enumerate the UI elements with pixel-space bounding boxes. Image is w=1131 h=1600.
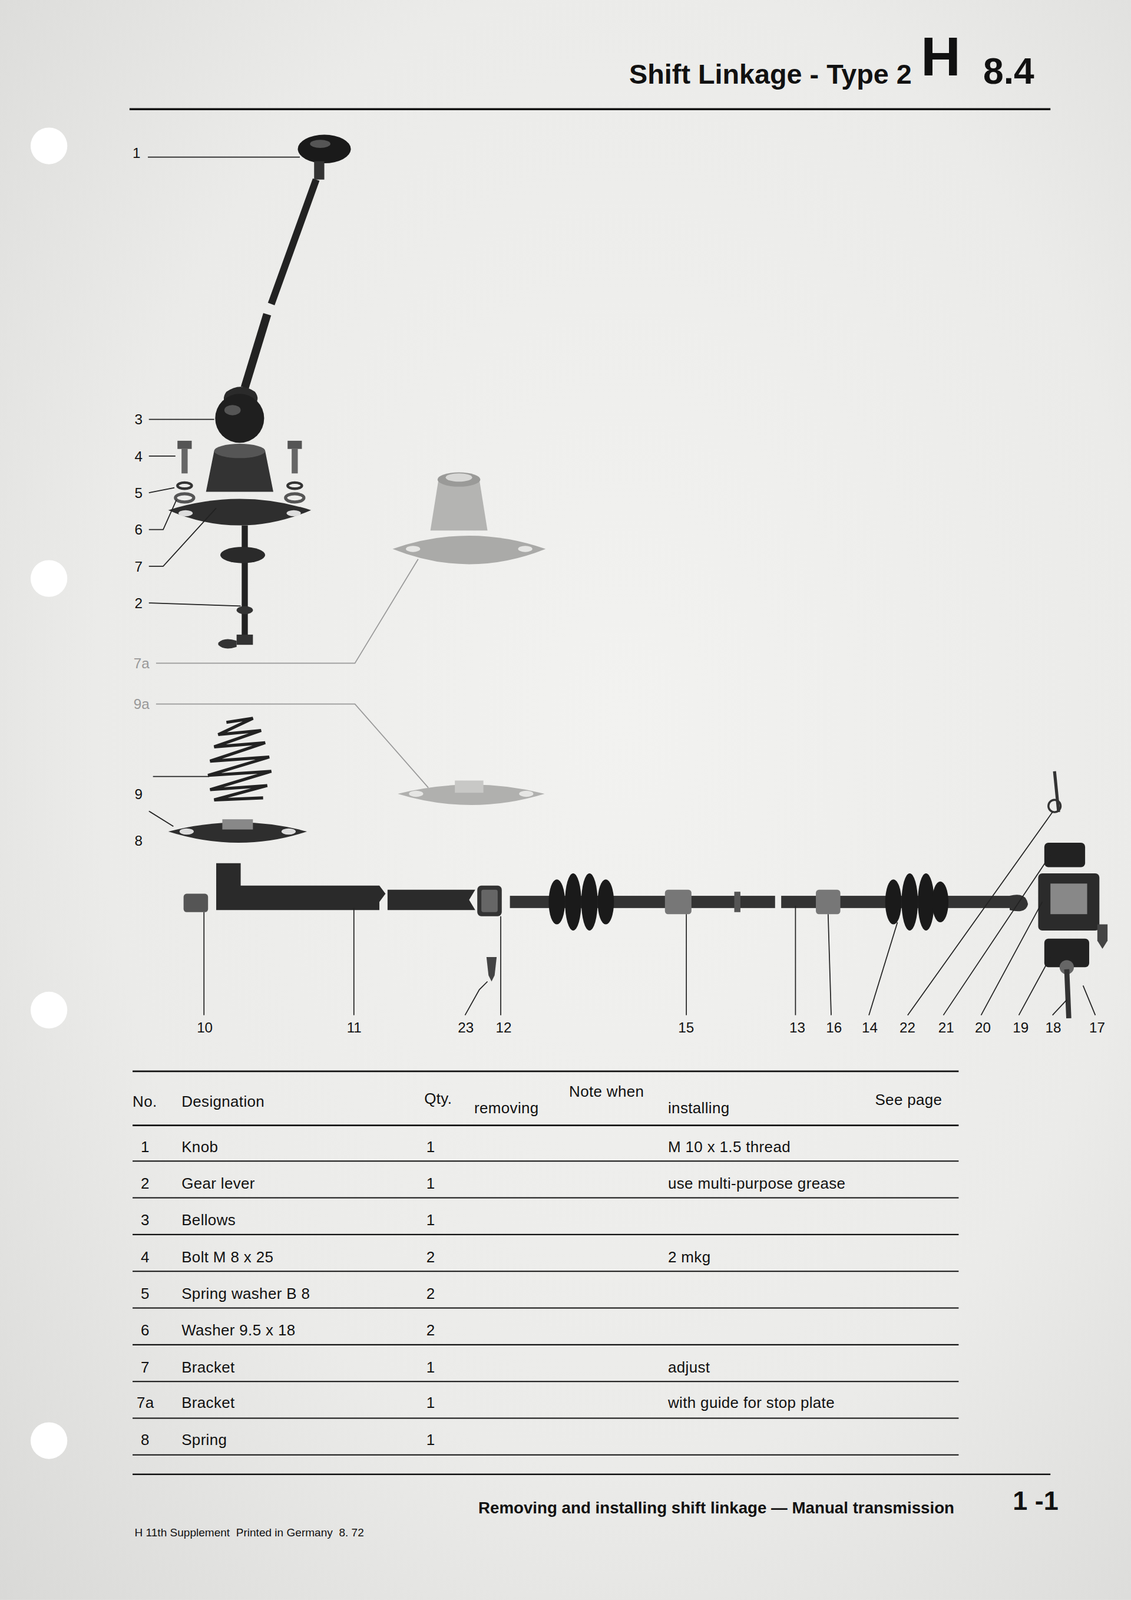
callout-number: 7 xyxy=(134,559,143,574)
table-cell-quantity: 1 xyxy=(426,1211,436,1228)
table-cell-designation: Bolt M 8 x 25 xyxy=(181,1248,274,1264)
callout-number: 22 xyxy=(899,1019,916,1034)
callout-number: 14 xyxy=(861,1019,878,1034)
callout-number: 9 xyxy=(134,786,143,801)
section-number: 8.4 xyxy=(983,53,1035,90)
table-cell-number: 1 xyxy=(140,1138,150,1154)
callout-number: 8 xyxy=(134,832,143,848)
callout-number: 9a xyxy=(133,696,150,711)
callout-number: 3 xyxy=(134,411,143,426)
callout-number: 1 xyxy=(132,146,141,161)
table-cell-number: 3 xyxy=(140,1211,150,1228)
table-cell-designation: Spring xyxy=(181,1430,227,1447)
callout-number: 23 xyxy=(457,1019,474,1034)
table-cell-number: 4 xyxy=(140,1248,150,1264)
table-cell-quantity: 1 xyxy=(426,1138,436,1154)
callout-number: 19 xyxy=(1012,1019,1029,1034)
callout-number: 6 xyxy=(134,521,143,537)
table-cell-number: 7 xyxy=(140,1358,150,1374)
table-cell-number: 5 xyxy=(140,1284,150,1301)
table-rules xyxy=(132,1070,1051,1474)
table-header: Designation xyxy=(181,1093,265,1109)
bracket-7a xyxy=(392,472,547,565)
callout-number: 20 xyxy=(974,1019,991,1034)
table-header: See page xyxy=(874,1090,942,1107)
table-cell-note: M 10 x 1.5 thread xyxy=(667,1138,791,1154)
page-title: Shift Linkage - Type 2 xyxy=(629,61,912,89)
table-cell-designation: Bellows xyxy=(181,1211,236,1228)
leader-lines xyxy=(147,157,1096,1015)
table-cell-note: with guide for stop plate xyxy=(667,1394,835,1410)
table-header: Qty. xyxy=(424,1090,452,1106)
table-cell-number: 2 xyxy=(140,1174,150,1190)
callout-number: 17 xyxy=(1089,1019,1106,1034)
print-note: H 11th Supplement Printed in Germany 8. … xyxy=(134,1526,365,1539)
table-cell-quantity: 1 xyxy=(426,1430,436,1447)
callout-number: 10 xyxy=(196,1019,213,1034)
table-cell-designation: Spring washer B 8 xyxy=(181,1284,310,1301)
table-cell-number: 8 xyxy=(140,1430,150,1447)
callout-number: 18 xyxy=(1045,1019,1062,1034)
callout-number: 21 xyxy=(938,1019,955,1034)
table-header: removing xyxy=(474,1099,539,1115)
page-caption: Removing and installing shift linkage — … xyxy=(478,1499,955,1516)
gear-lever-assembly xyxy=(168,134,352,649)
punch-holes xyxy=(30,127,68,1458)
table-cell-quantity: 1 xyxy=(426,1394,436,1410)
table-cell-designation: Bracket xyxy=(181,1394,235,1410)
table-cell-quantity: 2 xyxy=(426,1284,436,1301)
callout-number: 15 xyxy=(678,1019,694,1034)
callout-number: 2 xyxy=(134,595,143,610)
table-cell-designation: Bracket xyxy=(181,1358,235,1374)
shift-rod xyxy=(183,771,1109,1018)
callout-number: 5 xyxy=(134,485,143,500)
section-letter: H xyxy=(920,28,961,84)
callout-number: 11 xyxy=(346,1019,362,1034)
callout-number: 7a xyxy=(133,655,150,670)
callout-number: 4 xyxy=(134,448,143,464)
table-cell-quantity: 2 xyxy=(426,1248,436,1264)
callout-number: 16 xyxy=(825,1019,842,1034)
table-cell-quantity: 2 xyxy=(426,1321,436,1338)
spring-9 xyxy=(207,718,271,800)
table-cell-note: 2 mkg xyxy=(667,1248,711,1264)
callout-number: 12 xyxy=(495,1019,512,1034)
table-cell-quantity: 1 xyxy=(426,1174,436,1190)
table-header: No. xyxy=(132,1093,157,1109)
callout-number: 13 xyxy=(789,1019,806,1034)
table-cell-designation: Gear lever xyxy=(181,1174,256,1190)
table-cell-designation: Washer 9.5 x 18 xyxy=(181,1321,296,1338)
table-cell-designation: Knob xyxy=(181,1138,218,1154)
table-cell-quantity: 1 xyxy=(426,1358,436,1374)
table-cell-note: adjust xyxy=(667,1358,710,1374)
table-cell-number: 6 xyxy=(140,1321,150,1338)
page-number: 1 -1 xyxy=(1012,1486,1059,1514)
table-header: installing xyxy=(667,1099,730,1115)
table-cell-number: 7a xyxy=(136,1394,155,1410)
table-header: Note when xyxy=(569,1083,644,1099)
table-cell-note: use multi-purpose grease xyxy=(667,1174,846,1190)
